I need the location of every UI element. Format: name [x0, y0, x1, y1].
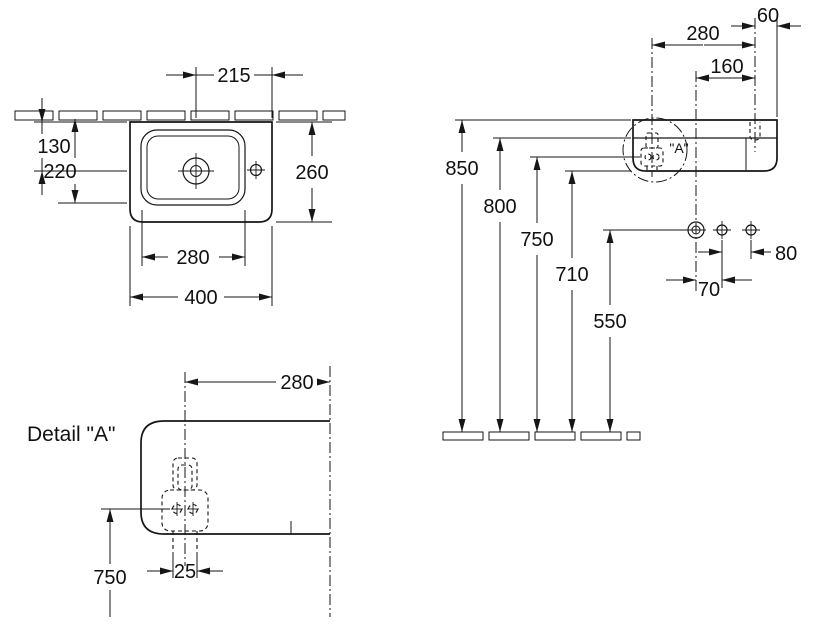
dimension-750-detail: 750: [93, 508, 170, 617]
dim-value-260: 260: [295, 162, 328, 184]
drain-hole: [178, 153, 214, 189]
tap-hole-hidden-icon: [749, 18, 761, 152]
dimension-280-detail: 280: [185, 372, 330, 394]
dimension-750-elevation: 750: [520, 156, 640, 432]
dim-value-280-plan: 280: [176, 247, 209, 269]
dim-value-70: 70: [698, 279, 720, 301]
drain-assembly-hidden: [161, 372, 209, 566]
basin-section-profile: [140, 420, 330, 535]
dimension-710: 710: [555, 170, 631, 432]
elevation-view: "A" 60 280 160 850: [442, 5, 801, 441]
basin-outline-front: [632, 119, 778, 172]
dimension-25: 25: [147, 552, 223, 583]
dim-value-280-detail: 280: [280, 372, 313, 394]
dimension-130: 130: [34, 98, 127, 195]
dim-value-215: 215: [217, 65, 250, 87]
dimension-280-elevation: 280: [652, 23, 755, 49]
detail-a-marker: "A": [622, 117, 689, 183]
dim-value-60: 60: [757, 5, 779, 27]
tap-hole: [247, 161, 265, 179]
detail-marker-label: "A": [669, 140, 688, 156]
dim-value-160: 160: [710, 56, 743, 78]
dimension-400: 400: [129, 226, 273, 309]
basin-outline-plan: [129, 121, 273, 223]
dimension-260: 260: [276, 121, 332, 223]
dim-value-80: 80: [775, 243, 797, 265]
wall-section: [14, 110, 346, 121]
dimension-220: 220: [43, 119, 127, 204]
dim-value-280-elevation: 280: [686, 23, 719, 45]
plan-view: 215 130 220 260: [14, 65, 346, 309]
wall-connection-points: [687, 71, 760, 292]
dim-value-710: 710: [555, 264, 588, 286]
detail-title: Detail "A": [27, 423, 115, 446]
dimension-280-plan: 280: [141, 210, 246, 269]
dim-value-750-elevation: 750: [520, 229, 553, 251]
dim-value-220: 220: [43, 161, 76, 183]
floor-section: [442, 431, 641, 441]
drain-fitting-hidden: [640, 38, 664, 177]
dim-value-130: 130: [37, 136, 70, 158]
dimension-80: 80: [698, 240, 797, 288]
detail-view: Detail "A" 280: [27, 366, 331, 617]
dimension-60: 60: [731, 5, 801, 117]
dim-value-400: 400: [184, 287, 217, 309]
dim-value-800: 800: [483, 196, 516, 218]
dim-value-25: 25: [174, 561, 196, 583]
dim-value-750-detail: 750: [93, 567, 126, 589]
dim-value-550: 550: [593, 311, 626, 333]
dim-value-850: 850: [445, 158, 478, 180]
dimension-550: 550: [593, 229, 706, 432]
dimension-850: 850: [445, 119, 631, 432]
dimension-70: 70: [666, 276, 752, 301]
dimension-800: 800: [483, 137, 631, 432]
dimension-215: 215: [166, 65, 303, 118]
dimension-160: 160: [696, 56, 755, 82]
